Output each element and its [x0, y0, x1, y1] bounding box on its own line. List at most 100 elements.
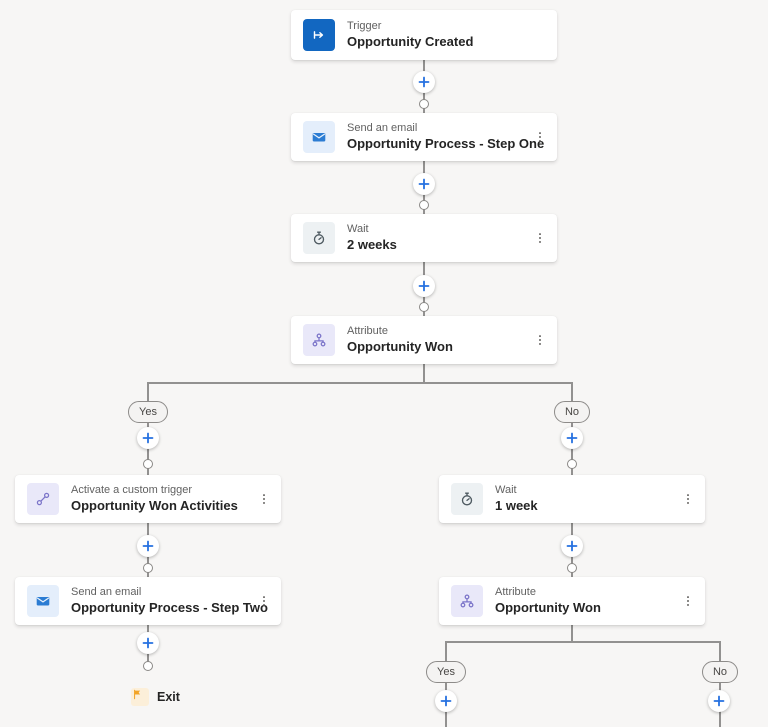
step-title: Opportunity Created: [347, 33, 474, 49]
step-text: Send an email Opportunity Process - Step…: [347, 122, 544, 152]
more-options-button[interactable]: [529, 124, 551, 150]
connector-node: [419, 200, 429, 210]
org-branch-icon: [451, 585, 483, 617]
connector-node: [143, 459, 153, 469]
more-options-button[interactable]: [253, 588, 275, 614]
add-step-button[interactable]: [561, 535, 583, 557]
add-step-button[interactable]: [413, 275, 435, 297]
step-text: Wait 1 week: [495, 484, 538, 514]
add-step-button[interactable]: [561, 427, 583, 449]
link-nodes-icon: [27, 483, 59, 515]
more-options-button[interactable]: [529, 225, 551, 251]
connector-node: [143, 661, 153, 671]
step-title: Opportunity Won: [347, 338, 453, 354]
connector-line: [719, 641, 721, 662]
step-title: Opportunity Process - Step One: [347, 135, 545, 151]
step-text: Attribute Opportunity Won: [495, 586, 601, 616]
stopwatch-icon: [303, 222, 335, 254]
step-card-attribute-one[interactable]: Attribute Opportunity Won: [291, 316, 557, 364]
add-step-button[interactable]: [413, 71, 435, 93]
add-step-button[interactable]: [137, 632, 159, 654]
plus-icon: [418, 76, 430, 88]
connector-line: [571, 625, 573, 642]
step-card-custom-trigger[interactable]: Activate a custom trigger Opportunity Wo…: [15, 475, 281, 523]
stopwatch-icon: [451, 483, 483, 515]
step-title: Opportunity Process - Step Two: [71, 599, 268, 615]
plus-icon: [418, 280, 430, 292]
add-step-button[interactable]: [435, 690, 457, 712]
plus-icon: [142, 540, 154, 552]
add-step-button[interactable]: [708, 690, 730, 712]
step-card-email-two[interactable]: Send an email Opportunity Process - Step…: [15, 577, 281, 625]
plus-icon: [566, 540, 578, 552]
branch-no-label: No: [564, 406, 580, 418]
more-options-button[interactable]: [677, 588, 699, 614]
plus-icon: [713, 695, 725, 707]
connector-node: [143, 563, 153, 573]
more-options-button[interactable]: [253, 486, 275, 512]
connector-node: [419, 302, 429, 312]
add-step-button[interactable]: [137, 535, 159, 557]
branch-yes-pill: Yes: [128, 401, 168, 423]
exit-label: Exit: [157, 690, 180, 704]
kebab-menu-icon: [687, 596, 689, 606]
step-title: Opportunity Won Activities: [71, 497, 238, 513]
branch-no-pill: No: [702, 661, 738, 683]
envelope-icon: [303, 121, 335, 153]
trigger-arrow-icon: [303, 19, 335, 51]
kebab-menu-icon: [263, 494, 265, 504]
kebab-menu-icon: [263, 596, 265, 606]
step-card-trigger[interactable]: Trigger Opportunity Created: [291, 10, 557, 60]
plus-icon: [440, 695, 452, 707]
branch-yes-label: Yes: [437, 666, 455, 678]
step-type-label: Activate a custom trigger: [71, 484, 193, 496]
kebab-menu-icon: [539, 233, 541, 243]
add-step-button[interactable]: [137, 427, 159, 449]
plus-icon: [566, 432, 578, 444]
step-card-email-one[interactable]: Send an email Opportunity Process - Step…: [291, 113, 557, 161]
kebab-menu-icon: [539, 335, 541, 345]
step-type-label: Trigger: [347, 20, 382, 32]
envelope-icon: [27, 585, 59, 617]
plus-icon: [418, 178, 430, 190]
step-type-label: Wait: [347, 223, 369, 235]
step-type-label: Send an email: [71, 586, 142, 598]
step-title: 1 week: [495, 497, 538, 513]
step-text: Trigger Opportunity Created: [347, 20, 473, 50]
branch-yes-label: Yes: [139, 406, 157, 418]
step-type-label: Attribute: [347, 325, 388, 337]
connector-line: [445, 641, 447, 662]
more-options-button[interactable]: [677, 486, 699, 512]
add-step-button[interactable]: [413, 173, 435, 195]
branch-line: [147, 382, 573, 384]
connector-node: [567, 459, 577, 469]
step-card-wait-two-weeks[interactable]: Wait 2 weeks: [291, 214, 557, 262]
step-title: Opportunity Won: [495, 599, 601, 615]
exit-node[interactable]: Exit: [131, 688, 180, 706]
connector-line: [147, 382, 149, 402]
step-type-label: Attribute: [495, 586, 536, 598]
branch-yes-pill: Yes: [426, 661, 466, 683]
connector-line: [423, 364, 425, 383]
plus-icon: [142, 637, 154, 649]
step-type-label: Send an email: [347, 122, 418, 134]
step-text: Wait 2 weeks: [347, 223, 397, 253]
step-title: 2 weeks: [347, 236, 397, 252]
step-text: Attribute Opportunity Won: [347, 325, 453, 355]
kebab-menu-icon: [687, 494, 689, 504]
kebab-menu-icon: [539, 132, 541, 142]
step-type-label: Wait: [495, 484, 517, 496]
plus-icon: [142, 432, 154, 444]
step-card-wait-one-week[interactable]: Wait 1 week: [439, 475, 705, 523]
org-branch-icon: [303, 324, 335, 356]
more-options-button[interactable]: [529, 327, 551, 353]
step-text: Activate a custom trigger Opportunity Wo…: [71, 484, 238, 514]
connector-line: [571, 382, 573, 402]
step-text: Send an email Opportunity Process - Step…: [71, 586, 268, 616]
connector-node: [419, 99, 429, 109]
step-card-attribute-two[interactable]: Attribute Opportunity Won: [439, 577, 705, 625]
connector-node: [567, 563, 577, 573]
flag-icon: [131, 688, 149, 706]
branch-line: [445, 641, 721, 643]
